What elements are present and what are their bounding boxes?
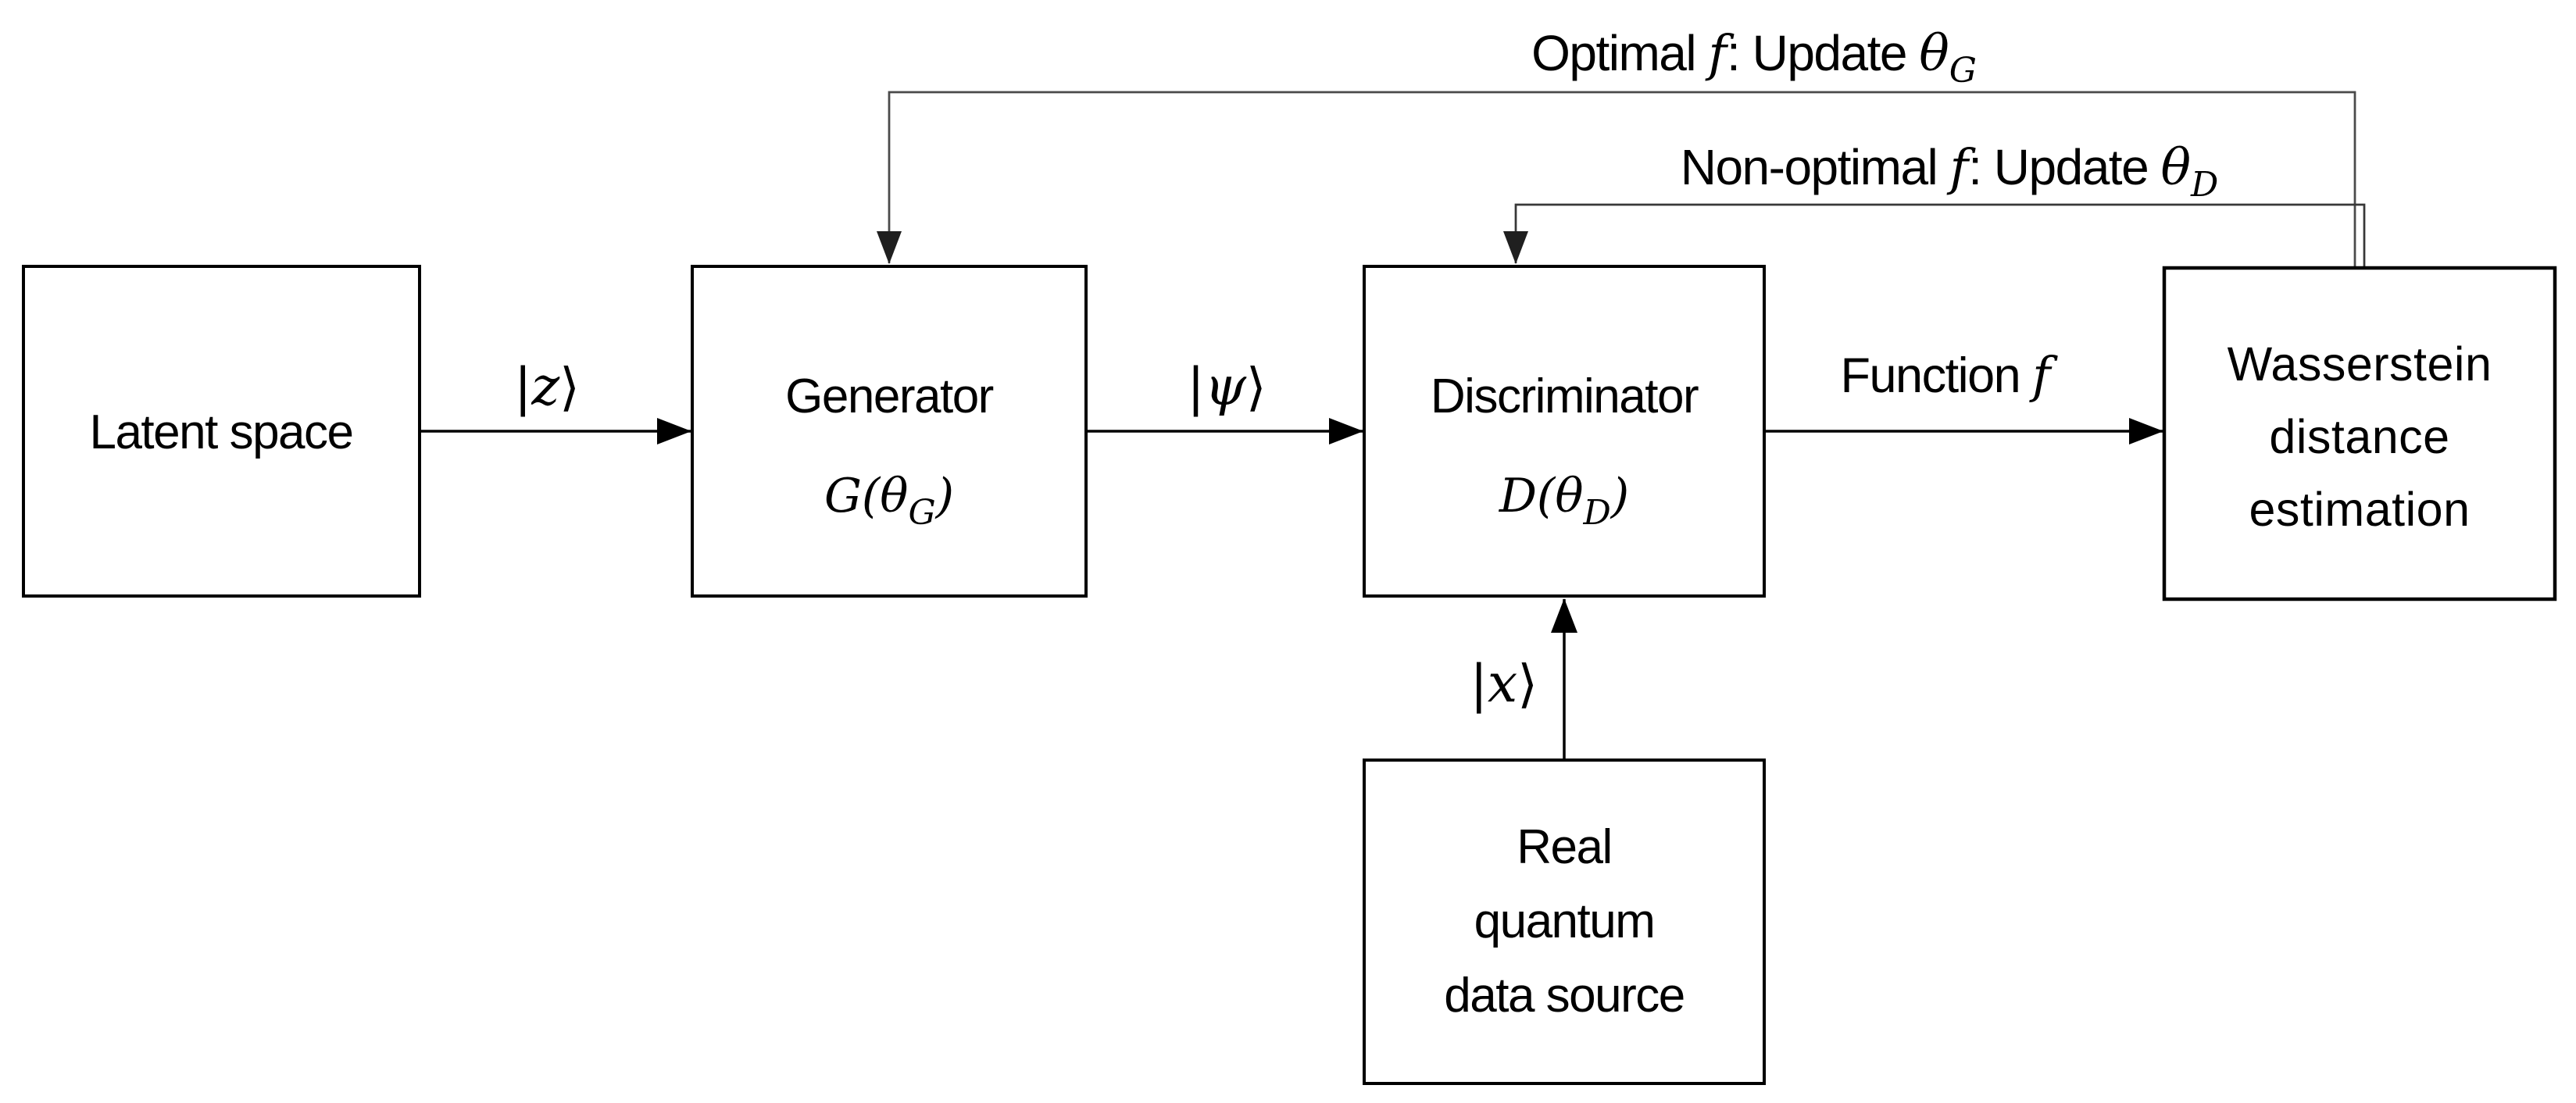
discriminator-params-label: D(θD) xyxy=(1499,469,1629,533)
function-f-label: Function f xyxy=(1841,347,2059,404)
real-source-label-line3: data source xyxy=(1444,969,1685,1023)
discriminator-label: Discriminator xyxy=(1431,369,1699,423)
discriminator-box xyxy=(1363,265,1766,598)
ket-x-label: |x⟩ xyxy=(1470,653,1538,715)
optimal-f-update-label: Optimal f: Update θG xyxy=(1531,25,1977,91)
non-optimal-f-update-label: Non-optimal f: Update θD xyxy=(1681,139,2219,205)
feedback-non-optimal-line xyxy=(1503,203,2366,268)
wasserstein-label-line1: Wasserstein xyxy=(2228,337,2492,391)
feedback-optimal-line xyxy=(877,91,2356,268)
wasserstein-label-line3: estimation xyxy=(2249,483,2470,536)
real-source-label-line1: Real xyxy=(1517,820,1612,874)
ket-psi-label: |ψ⟩ xyxy=(1187,356,1266,418)
generator-box xyxy=(691,265,1088,598)
generator-label: Generator xyxy=(785,369,994,423)
real-quantum-data-source-box xyxy=(1363,759,1766,1085)
latent-space-label: Latent space xyxy=(89,405,352,459)
wasserstein-label-line2: distance xyxy=(2269,410,2449,463)
wasserstein-box xyxy=(2162,266,2557,601)
latent-space-box xyxy=(22,265,421,598)
ket-z-label: |z⟩ xyxy=(514,356,580,418)
generator-params-label: G(θG) xyxy=(824,469,954,533)
real-source-label-line2: quantum xyxy=(1474,894,1655,948)
